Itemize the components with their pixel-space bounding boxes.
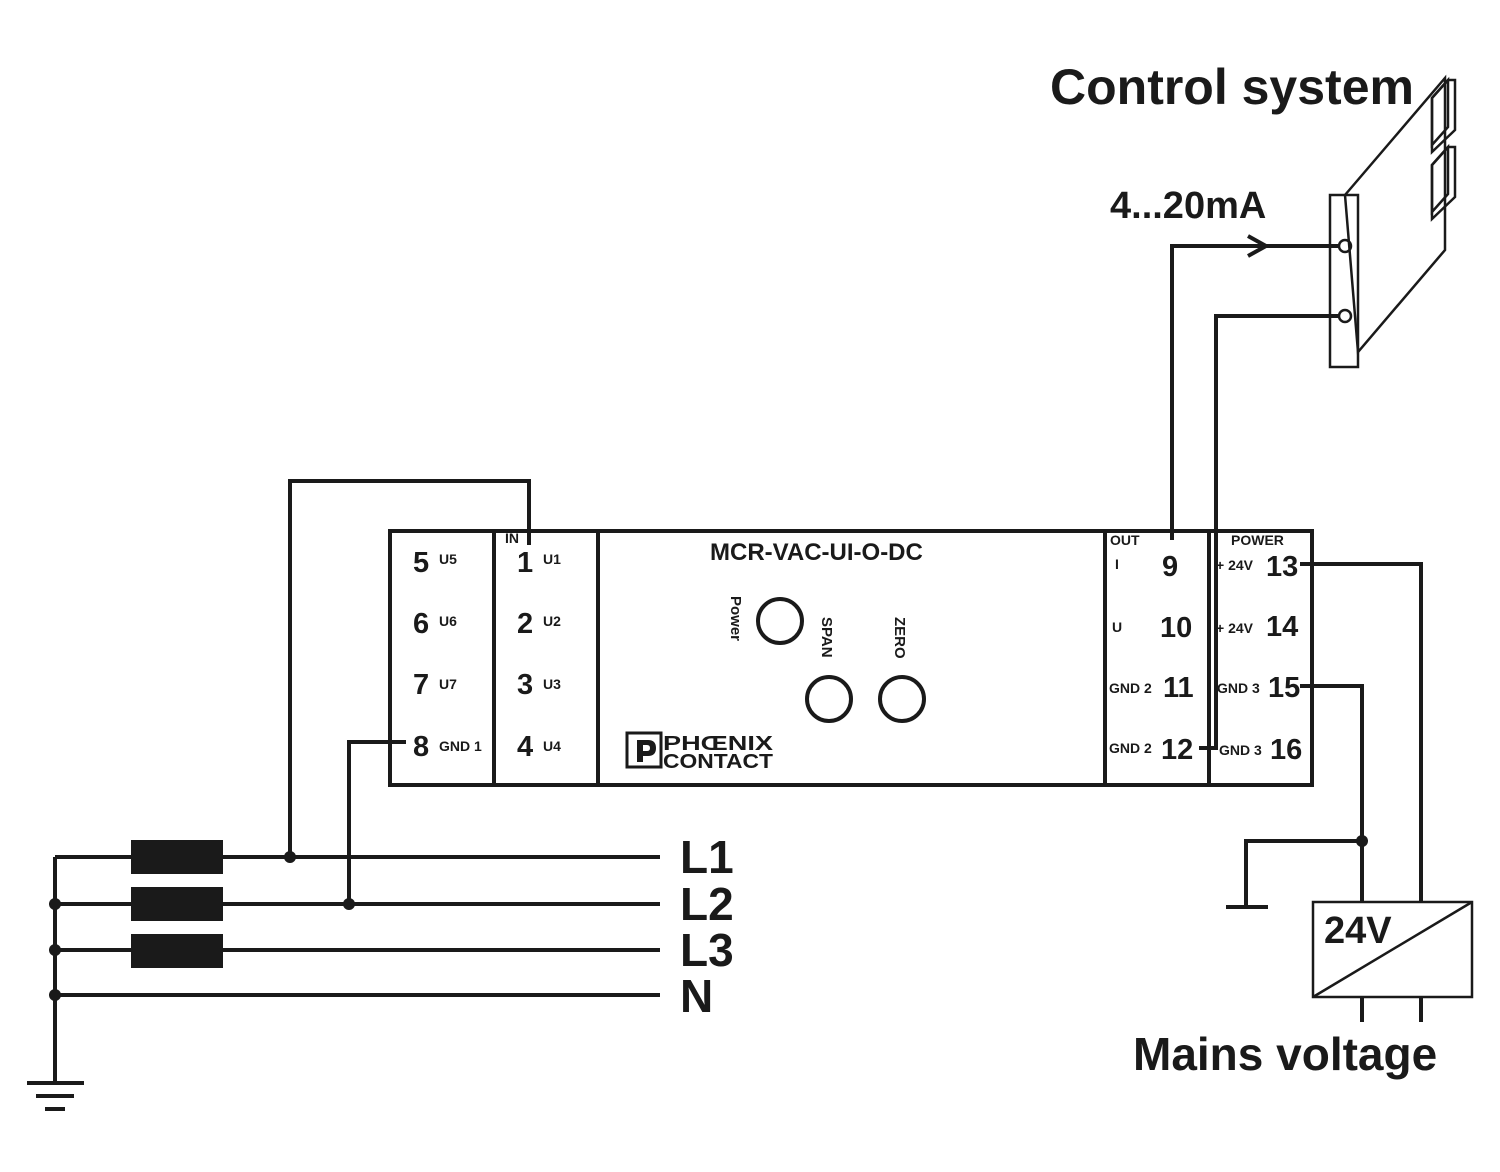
psu-label: 24V: [1324, 910, 1392, 952]
zero-potentiometer[interactable]: [878, 675, 926, 723]
line-l1-label: L1: [680, 831, 734, 883]
terminal-6-num: 6: [413, 608, 429, 640]
terminal-3-label: U3: [543, 676, 561, 692]
terminal-12-label: GND 2: [1109, 740, 1152, 756]
module-housing: [388, 529, 1314, 787]
gnd3-wire: [1300, 684, 1364, 902]
load-resistor-3: [131, 934, 223, 968]
terminal-16-num: 16: [1270, 734, 1302, 766]
terminal-col-out: I 9 U 10 GND 2 11 GND 2 12: [1109, 551, 1194, 766]
terminal-1-label: U1: [543, 551, 561, 567]
terminal-10-label: U: [1112, 619, 1122, 635]
brand-line-1: PHŒNIX: [663, 733, 774, 755]
terminal-13-label: + 24V: [1216, 557, 1254, 573]
l2-to-gnd1-wire: [347, 740, 406, 904]
span-label: SPAN: [818, 617, 835, 658]
current-signal-label: 4...20mA: [1110, 185, 1266, 227]
power-led-icon: [756, 597, 804, 645]
control-system-card: [1328, 74, 1457, 369]
load-resistor-1: [131, 840, 223, 874]
terminal-10-num: 10: [1160, 612, 1192, 644]
terminal-7-label: U7: [439, 676, 457, 692]
control-system-label: Control system: [1050, 59, 1414, 115]
terminal-5-num: 5: [413, 547, 429, 579]
plus24v-wire: [1300, 562, 1423, 902]
terminal-4-label: U4: [543, 738, 561, 754]
terminal-14-num: 14: [1266, 611, 1298, 643]
control-input-terminal-2: [1337, 308, 1353, 324]
terminal-9-label: I: [1115, 556, 1119, 572]
terminal-14-label: + 24V: [1216, 620, 1254, 636]
terminal-1-num: 1: [517, 547, 533, 579]
mains-voltage-label: Mains voltage: [1133, 1028, 1437, 1080]
power-led-label: Power: [727, 596, 744, 641]
span-potentiometer[interactable]: [805, 675, 853, 723]
terminal-col-left: 5 U5 6 U6 7 U7 8 GND 1: [413, 547, 482, 763]
terminal-4-num: 4: [517, 731, 533, 763]
terminal-2-label: U2: [543, 613, 561, 629]
terminal-16-label: GND 3: [1219, 742, 1262, 758]
terminal-15-label: GND 3: [1217, 680, 1260, 696]
load-resistor-2: [131, 887, 223, 921]
zero-label: ZERO: [891, 617, 908, 659]
terminal-13-num: 13: [1266, 551, 1298, 583]
terminal-col-in: 1 U1 2 U2 3 U3 4 U4: [517, 547, 561, 763]
line-l2-label: L2: [680, 878, 734, 930]
terminal-col-power: + 24V 13 + 24V 14 GND 3 15 GND 3 16: [1216, 551, 1302, 766]
signal-arrow-icon: [1247, 234, 1271, 258]
out-group-label: OUT: [1110, 532, 1140, 548]
ground-icon: [27, 1081, 84, 1111]
terminal-5-label: U5: [439, 551, 457, 567]
terminal-11-label: GND 2: [1109, 680, 1152, 696]
phoenix-contact-logo: PHŒNIX CONTACT: [625, 731, 774, 773]
terminal-2-num: 2: [517, 608, 533, 640]
terminal-3-num: 3: [517, 669, 533, 701]
terminal-9-num: 9: [1162, 551, 1178, 583]
power-supply-24v: [1311, 900, 1474, 1022]
l1-to-u1-wire: [288, 479, 531, 857]
mains-lines: [49, 840, 660, 1083]
terminal-7-num: 7: [413, 669, 429, 701]
terminal-8-label: GND 1: [439, 738, 482, 754]
terminal-11-num: 11: [1163, 672, 1194, 704]
gnd3-earth-wire: [1244, 839, 1362, 907]
power-group-label: POWER: [1231, 532, 1284, 548]
terminal-12-num: 12: [1161, 734, 1193, 766]
model-name: MCR-VAC-UI-O-DC: [710, 539, 923, 566]
terminal-15-num: 15: [1268, 672, 1300, 704]
line-n-label: N: [680, 970, 713, 1022]
line-l3-label: L3: [680, 924, 734, 976]
terminal-6-label: U6: [439, 613, 457, 629]
current-output-wire: [1170, 244, 1339, 540]
brand-line-2: CONTACT: [663, 751, 773, 773]
in-group-label: IN: [505, 530, 519, 546]
terminal-8-num: 8: [413, 731, 429, 763]
